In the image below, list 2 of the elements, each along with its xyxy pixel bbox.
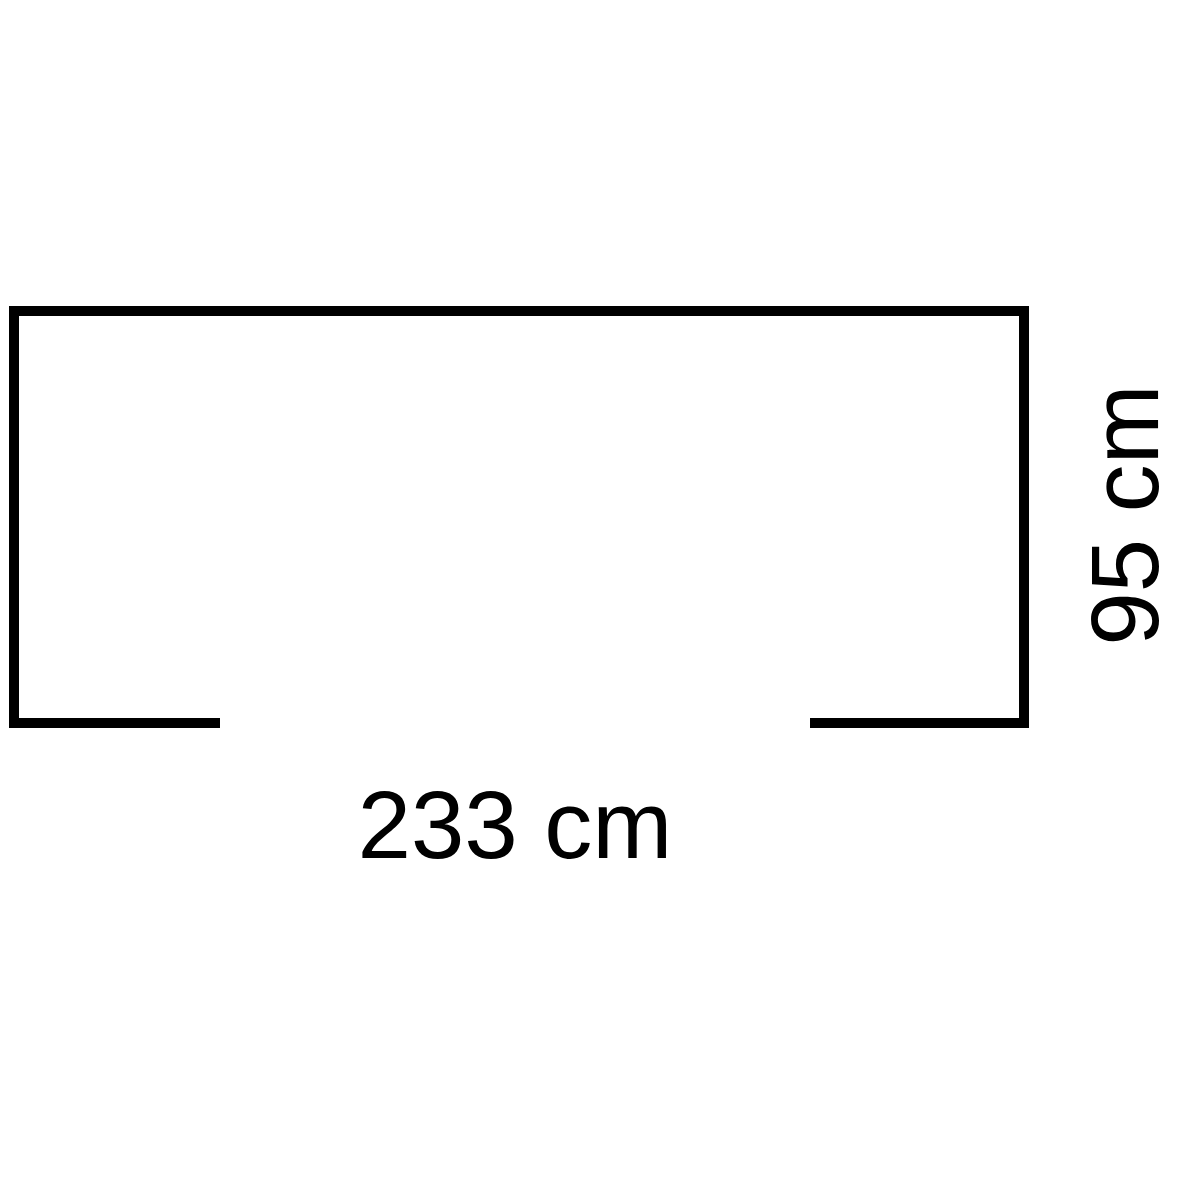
dimension-label: 95 cm: [1091, 390, 1159, 642]
dimension-label: 233 cm: [362, 791, 666, 859]
